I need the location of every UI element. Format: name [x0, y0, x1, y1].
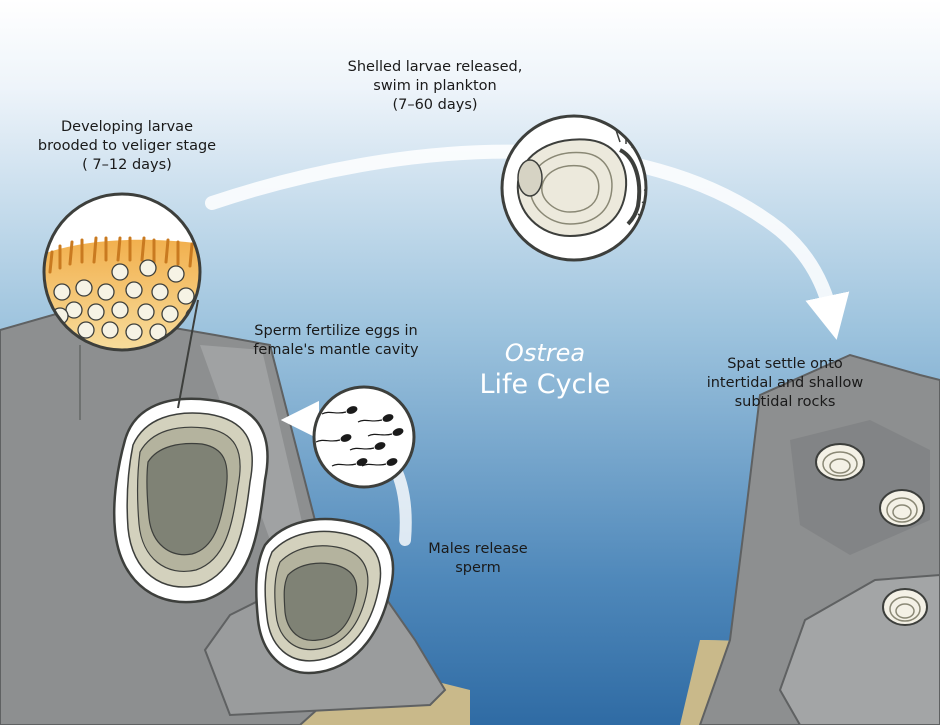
- label-release-line-3: (7–60 days): [310, 96, 560, 115]
- label-brooding-line-3: ( 7–12 days): [12, 156, 242, 175]
- title-genus: Ostrea: [455, 338, 635, 368]
- label-settle-line-1: Spat settle onto: [670, 355, 900, 374]
- label-males-line-2: sperm: [408, 559, 548, 578]
- label-brooding-line-1: Developing larvae: [12, 118, 242, 137]
- label-release: Shelled larvae released, swim in plankto…: [310, 58, 560, 115]
- spat-oyster-1: [816, 444, 864, 480]
- label-brooding-line-2: brooded to veliger stage: [12, 137, 242, 156]
- title-name: Life Cycle: [455, 368, 635, 402]
- label-fertilize: Sperm fertilize eggs in female's mantle …: [216, 322, 456, 360]
- label-settle-line-3: subtidal rocks: [670, 393, 900, 412]
- label-fertilize-line-2: female's mantle cavity: [216, 341, 456, 360]
- label-males: Males release sperm: [408, 540, 548, 578]
- label-settle: Spat settle onto intertidal and shallow …: [670, 355, 900, 412]
- label-brooding: Developing larvae brooded to veliger sta…: [12, 118, 242, 175]
- label-release-line-1: Shelled larvae released,: [310, 58, 560, 77]
- label-settle-line-2: intertidal and shallow: [670, 374, 900, 393]
- label-fertilize-line-1: Sperm fertilize eggs in: [216, 322, 456, 341]
- spat-oyster-2: [880, 490, 924, 526]
- label-release-line-2: swim in plankton: [310, 77, 560, 96]
- diagram-title: Ostrea Life Cycle: [455, 338, 635, 402]
- label-males-line-1: Males release: [408, 540, 548, 559]
- spat-oyster-3: [883, 589, 927, 625]
- sperm-circle: [314, 387, 414, 487]
